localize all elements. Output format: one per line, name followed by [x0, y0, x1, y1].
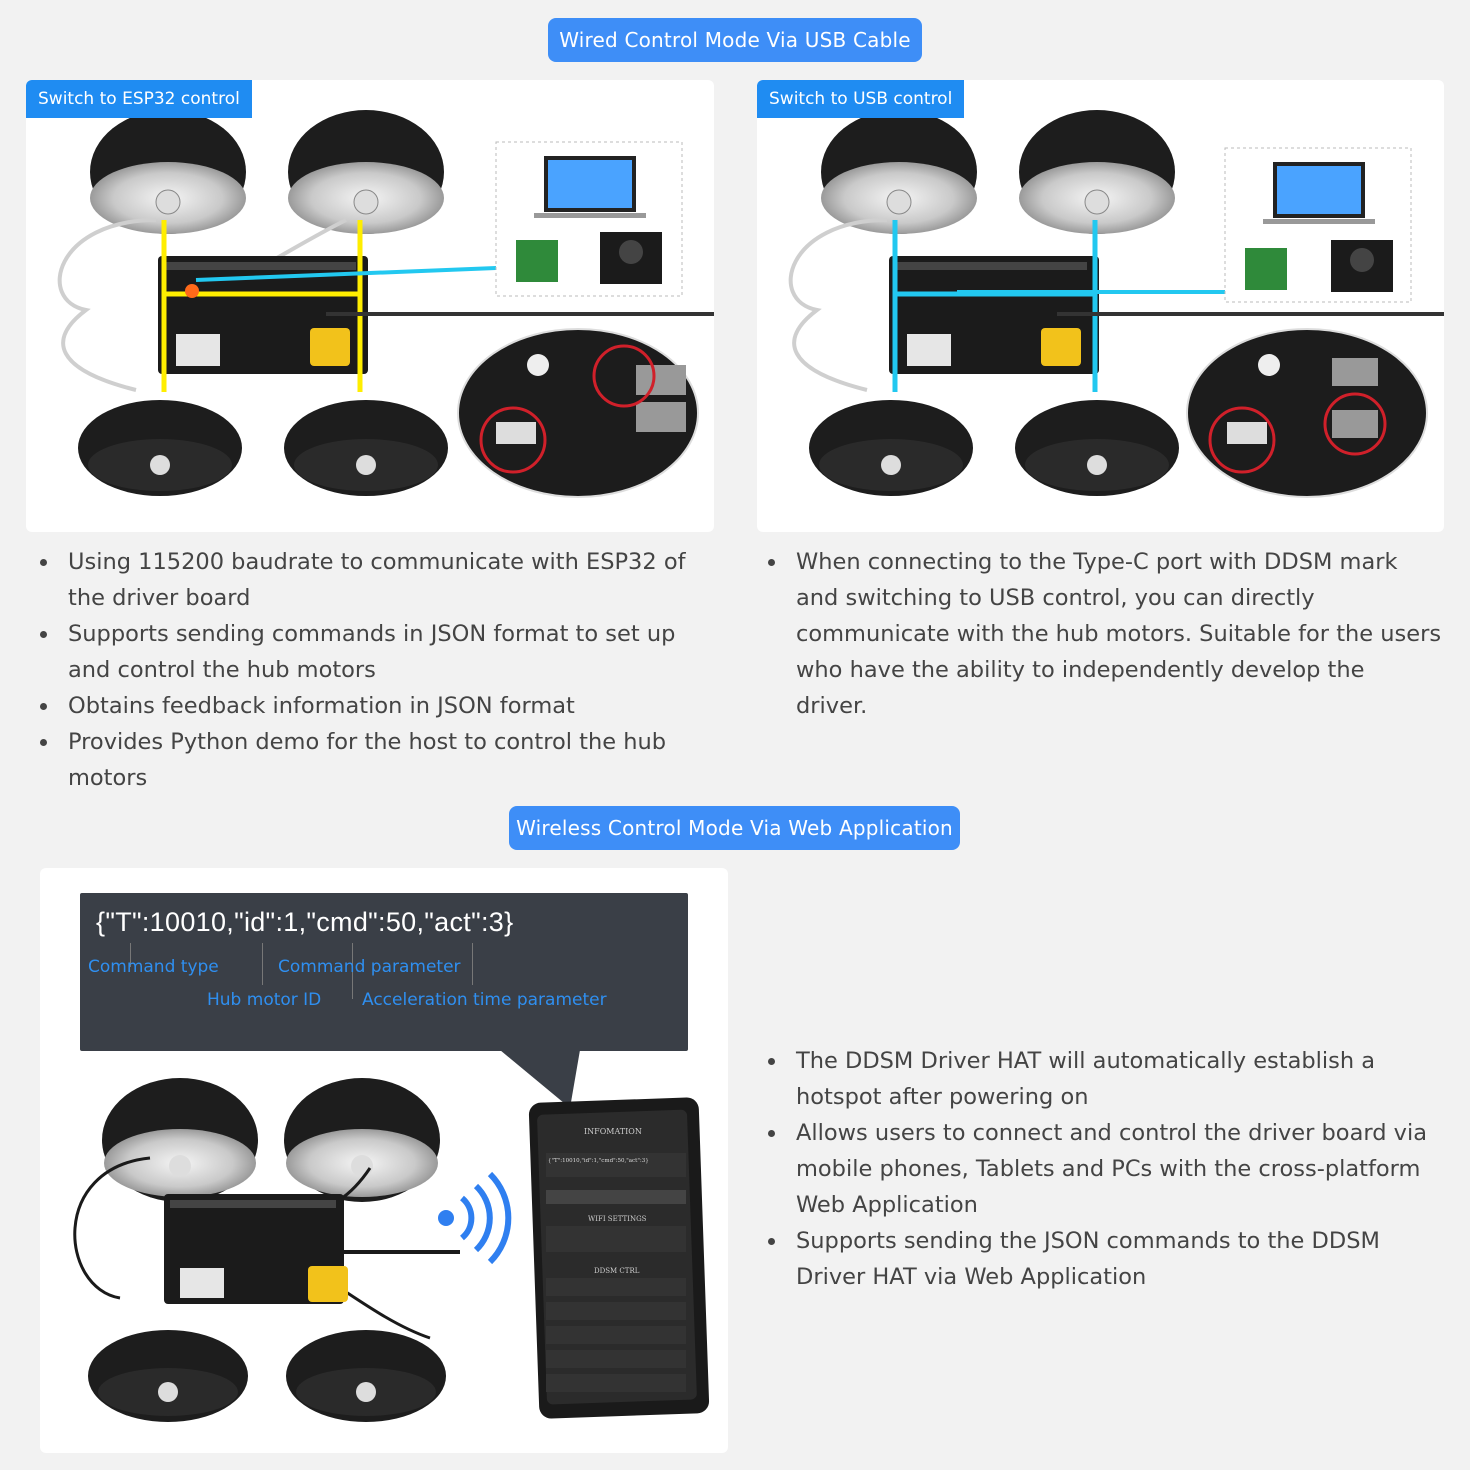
label-command-type: Command type [88, 957, 219, 977]
json-command-box: {"T":10010,"id":1,"cmd":50,"act":3} Comm… [80, 893, 688, 1051]
list-item: The DDSM Driver HAT will automatically e… [762, 1043, 1442, 1115]
wheel-icon [284, 1078, 440, 1202]
driver-board [164, 1194, 348, 1304]
laptop-icon [534, 156, 646, 218]
wheel-icon [90, 110, 246, 234]
json-command: {"T":10010,"id":1,"cmd":50,"act":3} [96, 907, 514, 937]
switch-zoom-detail [457, 328, 699, 498]
phone-json-line: {"T":10010,"id":1,"cmd":50,"act":3} [548, 1158, 649, 1164]
list-item: When connecting to the Type-C port with … [762, 544, 1442, 724]
wheel-icon [88, 1330, 248, 1422]
switch-zoom-detail [1186, 328, 1428, 498]
list-item: Supports sending the JSON commands to th… [762, 1223, 1442, 1295]
wheel-icon [821, 110, 977, 234]
label-command-parameter: Command parameter [278, 957, 461, 977]
esp32-feature-list: Using 115200 baudrate to communicate wit… [34, 544, 714, 796]
phone-ddsm-ctrl: DDSM CTRL [594, 1267, 640, 1275]
usb-feature-list: When connecting to the Type-C port with … [762, 544, 1442, 724]
wireless-mode-title: Wireless Control Mode Via Web Applicatio… [509, 806, 960, 850]
web-app-feature-list: The DDSM Driver HAT will automatically e… [762, 1043, 1442, 1295]
phone-header: INFOMATION [584, 1127, 642, 1136]
wheel-icon [1019, 110, 1175, 234]
esp32-control-illustration [57, 110, 714, 498]
phone-wifi-settings: WIFI SETTINGS [588, 1215, 647, 1223]
wheel-icon [1015, 400, 1179, 496]
list-item: Supports sending commands in JSON format… [34, 616, 714, 688]
label-hub-motor-id: Hub motor ID [207, 990, 322, 1010]
switch-usb-tag: Switch to USB control [757, 80, 965, 118]
laptop-icon [1263, 162, 1375, 224]
web-app-illustration: INFOMATION {"T":10010,"id":1,"cmd":50,"a… [73, 1050, 710, 1422]
wheel-icon [288, 110, 444, 234]
raspberry-pi-icon [1245, 248, 1287, 290]
driver-board [889, 256, 1099, 374]
list-item: Provides Python demo for the host to con… [34, 724, 714, 796]
list-item: Allows users to connect and control the … [762, 1115, 1442, 1223]
list-item: Using 115200 baudrate to communicate wit… [34, 544, 714, 616]
wired-mode-title: Wired Control Mode Via USB Cable [548, 18, 922, 62]
wifi-signal-icon [438, 1171, 512, 1265]
wheel-icon [809, 400, 973, 496]
usb-control-illustration [788, 110, 1444, 498]
raspberry-pi-icon [516, 240, 558, 282]
wheel-icon [284, 400, 448, 496]
usb-control-panel: Switch to USB control [757, 80, 1444, 532]
label-acceleration-time: Acceleration time parameter [362, 990, 607, 1010]
switch-esp32-tag: Switch to ESP32 control [26, 80, 252, 118]
smartphone: INFOMATION {"T":10010,"id":1,"cmd":50,"a… [528, 1097, 710, 1419]
wheel-icon [286, 1330, 446, 1422]
list-item: Obtains feedback information in JSON for… [34, 688, 714, 724]
web-app-panel: INFOMATION {"T":10010,"id":1,"cmd":50,"a… [40, 868, 728, 1453]
wheel-icon [78, 400, 242, 496]
wheel-icon [102, 1078, 258, 1202]
esp32-control-panel: Switch to ESP32 control [26, 80, 714, 532]
driver-board [158, 256, 368, 374]
